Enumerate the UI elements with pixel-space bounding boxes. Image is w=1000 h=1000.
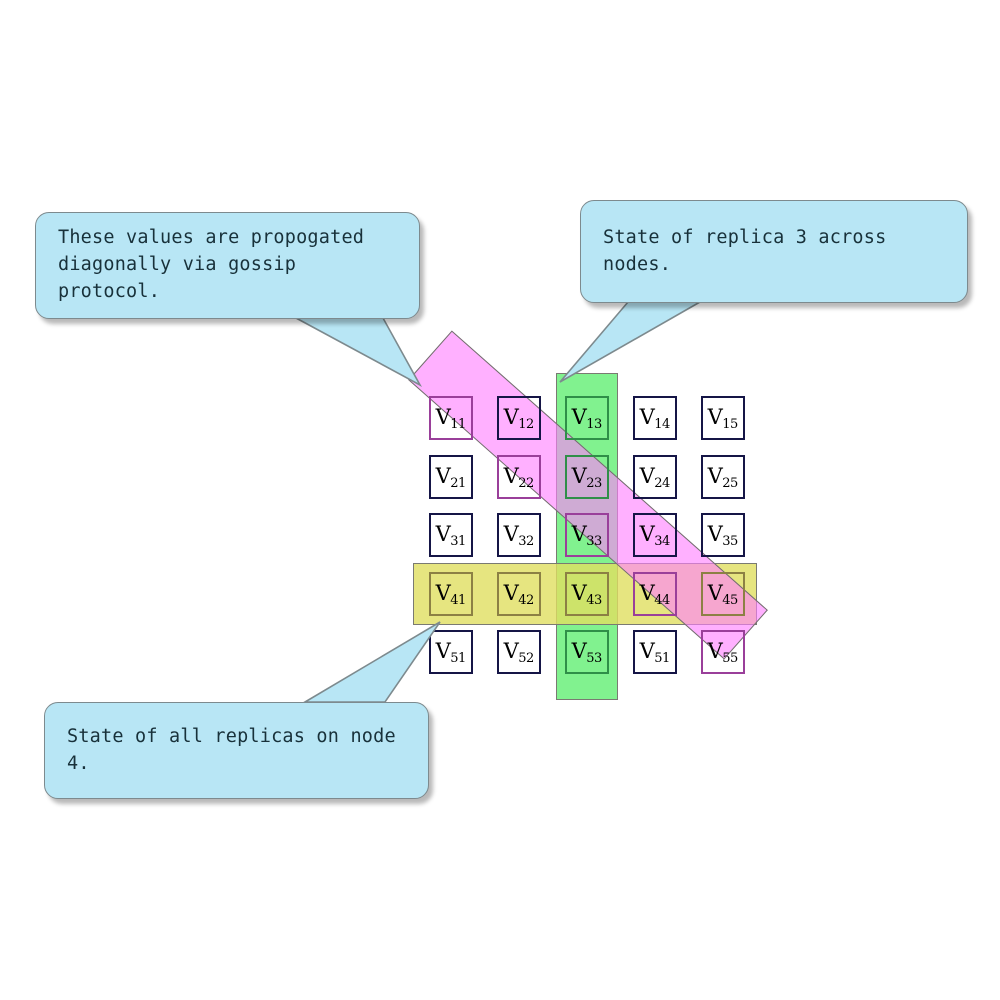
grid-cell-label: V21: [435, 463, 467, 491]
grid-cell-label: V23: [571, 463, 603, 491]
grid-cell-label: V13: [571, 404, 603, 432]
grid-cell-subscript: 11: [450, 416, 466, 432]
grid-cell-label: V51: [435, 638, 467, 666]
grid-cell-v24[interactable]: V24: [633, 455, 677, 499]
grid-cell-label: V35: [707, 521, 739, 549]
callout-gossip-text: These values are propogated diagonally v…: [58, 227, 365, 302]
grid-cell-v21[interactable]: V21: [429, 455, 473, 499]
grid-cell-v22[interactable]: V22: [497, 455, 541, 499]
grid-cell-v12[interactable]: V12: [497, 396, 541, 440]
grid-cell-subscript: 15: [722, 416, 738, 432]
callout-replica3-text: State of replica 3 across nodes.: [603, 226, 887, 275]
grid-cell-v42[interactable]: V42: [497, 572, 541, 616]
grid-cell-v51[interactable]: V51: [429, 630, 473, 674]
grid-cell-v23[interactable]: V23: [565, 455, 609, 499]
grid-cell-subscript: 34: [654, 533, 670, 549]
grid-cell-v34[interactable]: V34: [633, 513, 677, 557]
grid-cell-v11[interactable]: V11: [429, 396, 473, 440]
grid-cell-subscript: 42: [518, 592, 534, 608]
grid-cell-subscript: 23: [586, 475, 602, 491]
grid-cell-v14[interactable]: V14: [633, 396, 677, 440]
grid-cell-subscript: 45: [722, 592, 738, 608]
grid-cell-subscript: 22: [518, 475, 534, 491]
grid-cell-subscript: 14: [654, 416, 670, 432]
grid-cell-v52[interactable]: V52: [497, 630, 541, 674]
grid-cell-v32[interactable]: V32: [497, 513, 541, 557]
grid-cell-v35[interactable]: V35: [701, 513, 745, 557]
grid-cell-v13[interactable]: V13: [565, 396, 609, 440]
grid-cell-label: V53: [571, 638, 603, 666]
grid-cell-subscript: 51: [450, 650, 466, 666]
grid-cell-subscript: 31: [450, 533, 466, 549]
grid-cell-label: V41: [435, 580, 467, 608]
grid-cell-v51[interactable]: V51: [633, 630, 677, 674]
grid-cell-subscript: 52: [518, 650, 534, 666]
grid-cell-v44[interactable]: V44: [633, 572, 677, 616]
grid-cell-subscript: 35: [722, 533, 738, 549]
grid-cell-label: V31: [435, 521, 467, 549]
grid-cell-label: V32: [503, 521, 535, 549]
node4-callout-tail: [302, 621, 441, 703]
replica3-callout-tail: [559, 301, 704, 383]
grid-cell-label: V12: [503, 404, 535, 432]
grid-cell-v45[interactable]: V45: [701, 572, 745, 616]
callout-node4-text: State of all replicas on node 4.: [67, 725, 396, 774]
grid-cell-v31[interactable]: V31: [429, 513, 473, 557]
grid-cell-label: V22: [503, 463, 535, 491]
grid-cell-subscript: 33: [586, 533, 602, 549]
grid-cell-v53[interactable]: V53: [565, 630, 609, 674]
grid-cell-subscript: 13: [586, 416, 602, 432]
grid-cell-label: V43: [571, 580, 603, 608]
grid-cell-subscript: 24: [654, 475, 670, 491]
grid-cell-v33[interactable]: V33: [565, 513, 609, 557]
grid-cell-subscript: 25: [722, 475, 738, 491]
grid-cell-label: V51: [639, 638, 671, 666]
grid-cell-v41[interactable]: V41: [429, 572, 473, 616]
grid-cell-label: V11: [435, 404, 467, 432]
grid-cell-v25[interactable]: V25: [701, 455, 745, 499]
grid-cell-subscript: 32: [518, 533, 534, 549]
grid-cell-label: V15: [707, 404, 739, 432]
grid-cell-subscript: 21: [450, 475, 466, 491]
grid-cell-label: V14: [639, 404, 671, 432]
callout-gossip[interactable]: These values are propogated diagonally v…: [35, 212, 420, 319]
grid-cell-subscript: 44: [654, 592, 670, 608]
grid-cell-subscript: 43: [586, 592, 602, 608]
grid-cell-label: V42: [503, 580, 535, 608]
grid-cell-subscript: 55: [722, 650, 738, 666]
grid-cell-label: V45: [707, 580, 739, 608]
grid-cell-v55[interactable]: V55: [701, 630, 745, 674]
callout-node4[interactable]: State of all replicas on node 4.: [44, 702, 429, 799]
grid-cell-subscript: 41: [450, 592, 466, 608]
grid-cell-label: V52: [503, 638, 535, 666]
grid-cell-label: V33: [571, 521, 603, 549]
grid-cell-label: V44: [639, 580, 671, 608]
grid-cell-v15[interactable]: V15: [701, 396, 745, 440]
grid-cell-label: V55: [707, 638, 739, 666]
grid-cell-subscript: 51: [654, 650, 670, 666]
grid-cell-subscript: 53: [586, 650, 602, 666]
grid-cell-subscript: 12: [518, 416, 534, 432]
callout-replica3[interactable]: State of replica 3 across nodes.: [580, 200, 968, 303]
grid-cell-label: V34: [639, 521, 671, 549]
gossip-callout-tail: [295, 317, 423, 387]
grid-cell-label: V24: [639, 463, 671, 491]
grid-cell-label: V25: [707, 463, 739, 491]
grid-cell-v43[interactable]: V43: [565, 572, 609, 616]
